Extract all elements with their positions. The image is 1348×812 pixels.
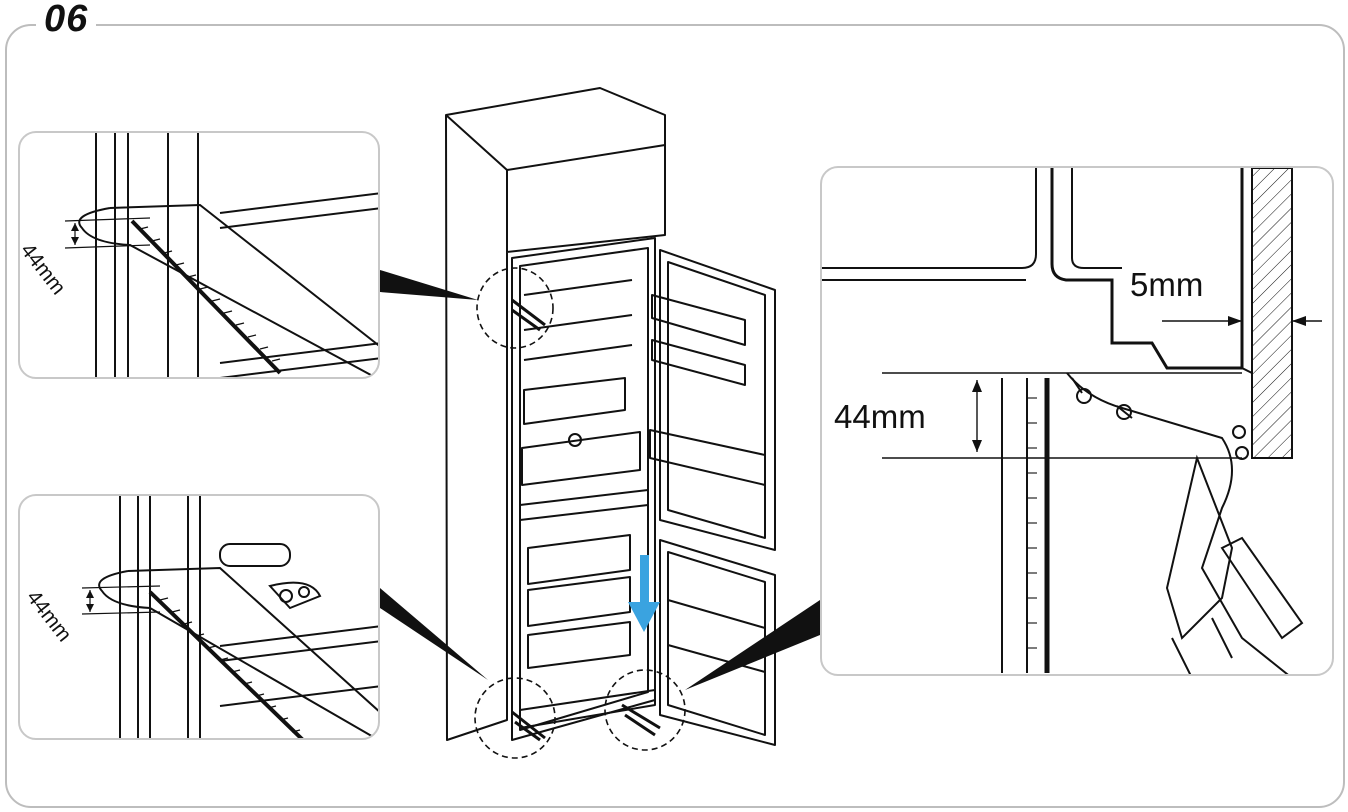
step-frame bbox=[5, 24, 1345, 808]
crisper bbox=[523, 377, 626, 425]
fridge-shelf bbox=[523, 279, 633, 361]
cabinet-top-edge bbox=[445, 114, 666, 171]
lower-door bbox=[659, 539, 776, 746]
bottom-hinge-drawing bbox=[81, 496, 378, 738]
cabinet-outline bbox=[445, 87, 666, 741]
gap-44mm-label: 44mm bbox=[834, 398, 926, 435]
pointer-bottom-left bbox=[380, 588, 488, 680]
freezer-drawer-3 bbox=[527, 621, 631, 669]
upper-door bbox=[659, 249, 776, 551]
gap-5mm-label: 5mm bbox=[1130, 266, 1204, 303]
top-hinge-detail: 44mm bbox=[18, 131, 380, 379]
down-arrow bbox=[628, 555, 660, 632]
fridge-body bbox=[511, 237, 656, 741]
divider bbox=[521, 431, 641, 486]
pointer-top bbox=[380, 270, 478, 300]
step-number: 06 bbox=[36, 0, 97, 41]
door-bin-2 bbox=[651, 339, 746, 386]
freezer-drawer-2 bbox=[527, 576, 631, 627]
freezer-drawer-1 bbox=[527, 534, 631, 585]
top-hinge-drawing bbox=[64, 133, 378, 377]
pointer-bottom-right bbox=[685, 600, 820, 690]
detail-circle-bottom-left bbox=[474, 677, 556, 759]
detail-circle-bottom-right bbox=[604, 669, 686, 751]
door-bin-1 bbox=[651, 294, 746, 346]
side-hinge-detail: 5mm 44mm bbox=[820, 166, 1334, 676]
side-hinge-drawing bbox=[822, 168, 1322, 674]
door-bin-3 bbox=[649, 429, 766, 486]
detail-circle-top bbox=[476, 267, 554, 349]
bottom-hinge-detail: 44mm bbox=[18, 494, 380, 740]
